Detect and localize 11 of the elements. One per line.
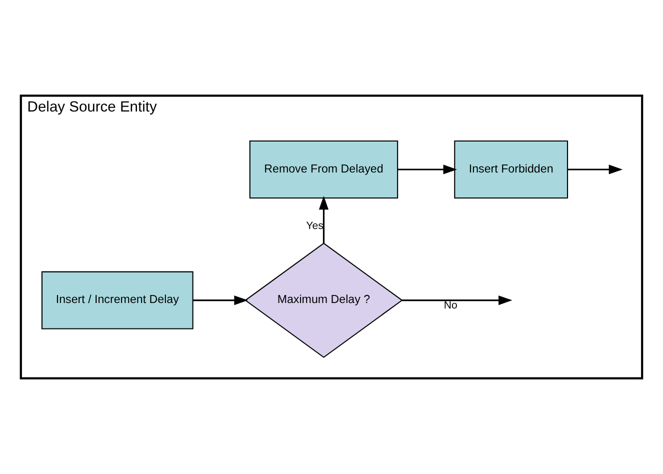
edge-label: No <box>444 300 458 312</box>
node-box: Remove From Delayed <box>249 140 398 198</box>
node-box: Insert / Increment Delay <box>41 271 194 330</box>
arrow <box>398 164 458 174</box>
arrow <box>193 295 248 306</box>
node-diamond: Maximum Delay ? <box>244 242 403 358</box>
arrow <box>318 196 329 244</box>
node-box: Insert Forbidden <box>454 140 568 198</box>
arrow <box>568 164 623 174</box>
edge-label: Yes <box>306 220 324 232</box>
arrow <box>402 295 512 306</box>
